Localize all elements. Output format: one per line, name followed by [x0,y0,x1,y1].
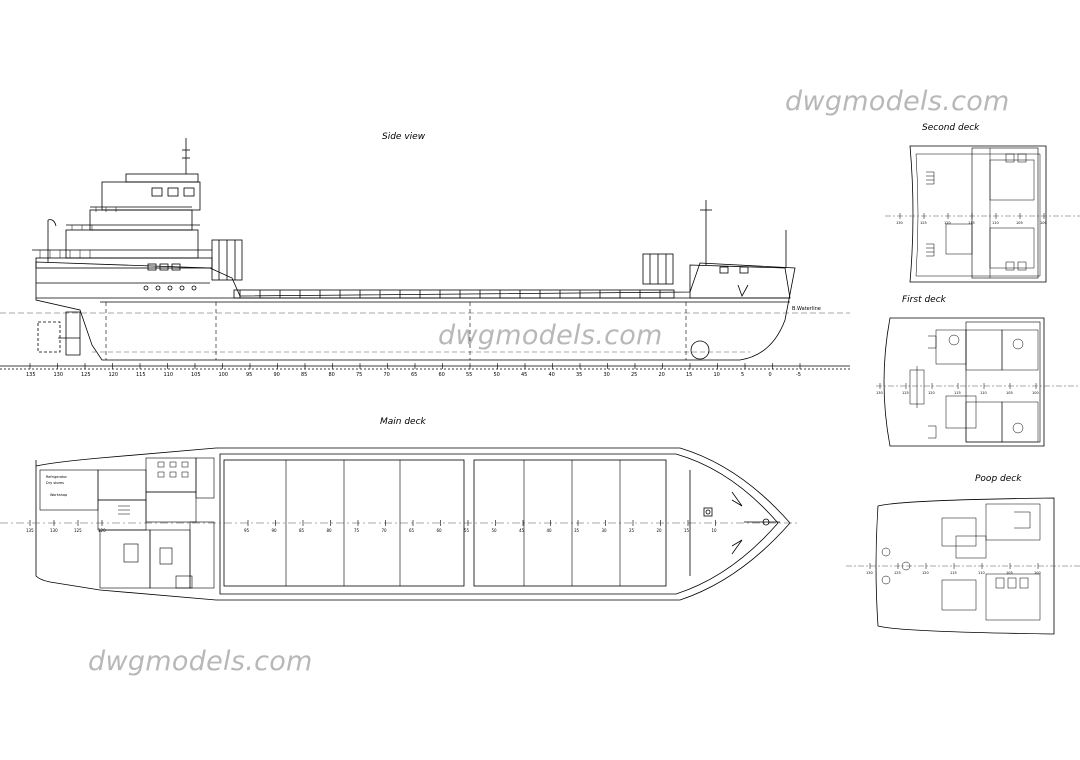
main-frame-label: 65 [409,528,415,533]
side-frame-label: 0 [769,372,772,378]
main-frame-label: 130 [50,528,58,533]
second-frame-label: 110 [992,221,999,225]
first-frame-label: 120 [928,391,935,395]
second-frame-label: 125 [920,221,927,225]
main-frame-label: 30 [602,528,608,533]
first-frame-label: 110 [980,391,987,395]
side-frame-label: -5 [796,372,801,378]
side-frame-label: 65 [411,372,417,378]
second-frame-label: 100 [1040,221,1047,225]
poop-frame-label: 105 [1006,571,1013,575]
second-deck-frame-scale: 130 125 120 115 110 105 100 [896,213,1047,225]
side-frame-label: 15 [686,372,692,378]
poop-frame-label: 125 [894,571,901,575]
room-label-workshop: Workshop [50,493,68,497]
main-frame-label: 75 [354,528,360,533]
main-frame-label: 125 [74,528,82,533]
first-deck-title: First deck [902,295,946,305]
main-deck-frame-scale: 135 130 125 120 95 90 85 80 75 70 65 60 55 50 45 40 35 30… [26,520,717,533]
side-frame-label: 115 [136,372,146,378]
main-frame-label: 20 [657,528,663,533]
second-frame-label: 105 [1016,221,1023,225]
waterline-label: B.Waterline [792,306,821,312]
side-frame-label: 110 [164,372,174,378]
second-deck-title: Second deck [922,123,980,133]
side-frame-label: 100 [219,372,229,378]
main-frame-label: 15 [684,528,690,533]
main-frame-label: 135 [26,528,34,533]
watermark-bottom-left: dwgmodels.com [88,646,313,677]
poop-deck-frame-scale: 130 125 120 115 110 105 100 [866,563,1041,575]
main-deck-title: Main deck [380,417,426,427]
second-deck-drawing: 130 125 120 115 110 105 100 [885,145,1080,283]
hull-outline [35,261,796,361]
first-frame-label: 115 [954,391,961,395]
main-frame-label: 40 [547,528,553,533]
main-frame-label: 50 [492,528,498,533]
side-frame-label: 50 [494,372,500,378]
poop-frame-label: 130 [866,571,873,575]
main-frame-label: 70 [382,528,388,533]
first-frame-label: 130 [876,391,883,395]
second-frame-label: 120 [944,221,951,225]
side-frame-label: 20 [659,372,665,378]
bow-windlass [689,470,780,576]
room-label-refrigerator: Refrigerator [46,475,68,479]
side-frame-label: 80 [329,372,335,378]
first-deck-drawing: 130 125 120 115 110 105 100 [876,317,1080,447]
main-frame-label: 120 [98,528,106,533]
poop-deck-drawing: 130 125 120 115 110 105 100 [846,497,1080,635]
first-frame-label: 125 [902,391,909,395]
side-frame-label: 55 [466,372,472,378]
side-frame-label: 120 [109,372,119,378]
poop-frame-label: 110 [978,571,985,575]
side-frame-label: 105 [191,372,201,378]
first-deck-frame-scale: 130 125 120 115 110 105 100 [876,383,1039,395]
hatch-rail [239,290,661,298]
main-frame-label: 35 [574,528,580,533]
accommodation-rooms [39,457,215,589]
side-frame-label: 70 [384,372,390,378]
poop-frame-label: 115 [950,571,957,575]
side-frame-label: 30 [604,372,610,378]
watermark-center: dwgmodels.com [438,320,663,351]
poop-frame-label: 120 [922,571,929,575]
main-frame-label: 85 [299,528,305,533]
second-frame-label: 130 [896,221,903,225]
side-frame-label: 40 [549,372,555,378]
side-frame-label: 10 [714,372,720,378]
watermark-top-right: dwgmodels.com [785,86,1010,117]
second-frame-label: 115 [968,221,975,225]
main-frame-label: 10 [712,528,718,533]
side-frame-label: 85 [301,372,307,378]
main-frame-label: 45 [519,528,525,533]
side-frame-label: 45 [521,372,527,378]
main-frame-label: 25 [629,528,635,533]
main-frame-label: 80 [327,528,333,533]
side-view-title: Side view [382,132,426,142]
poop-deck-title: Poop deck [975,474,1022,484]
side-frame-label: 25 [631,372,637,378]
side-frame-label: 135 [26,372,36,378]
side-frame-label: 60 [439,372,445,378]
side-frame-label: 95 [246,372,252,378]
room-label-dry-stores: Dry stores [46,481,64,485]
main-frame-label: 95 [244,528,250,533]
side-frame-label: 90 [274,372,280,378]
main-frame-label: 90 [272,528,278,533]
side-frame-label: 125 [81,372,91,378]
first-frame-label: 100 [1032,391,1039,395]
side-frame-label: 35 [576,372,582,378]
side-frame-label: 5 [741,372,744,378]
side-frame-label: 75 [356,372,362,378]
main-frame-label: 60 [437,528,443,533]
side-frame-label: 130 [54,372,64,378]
poop-frame-label: 100 [1034,571,1041,575]
main-frame-label: 55 [464,528,470,533]
first-frame-label: 105 [1006,391,1013,395]
